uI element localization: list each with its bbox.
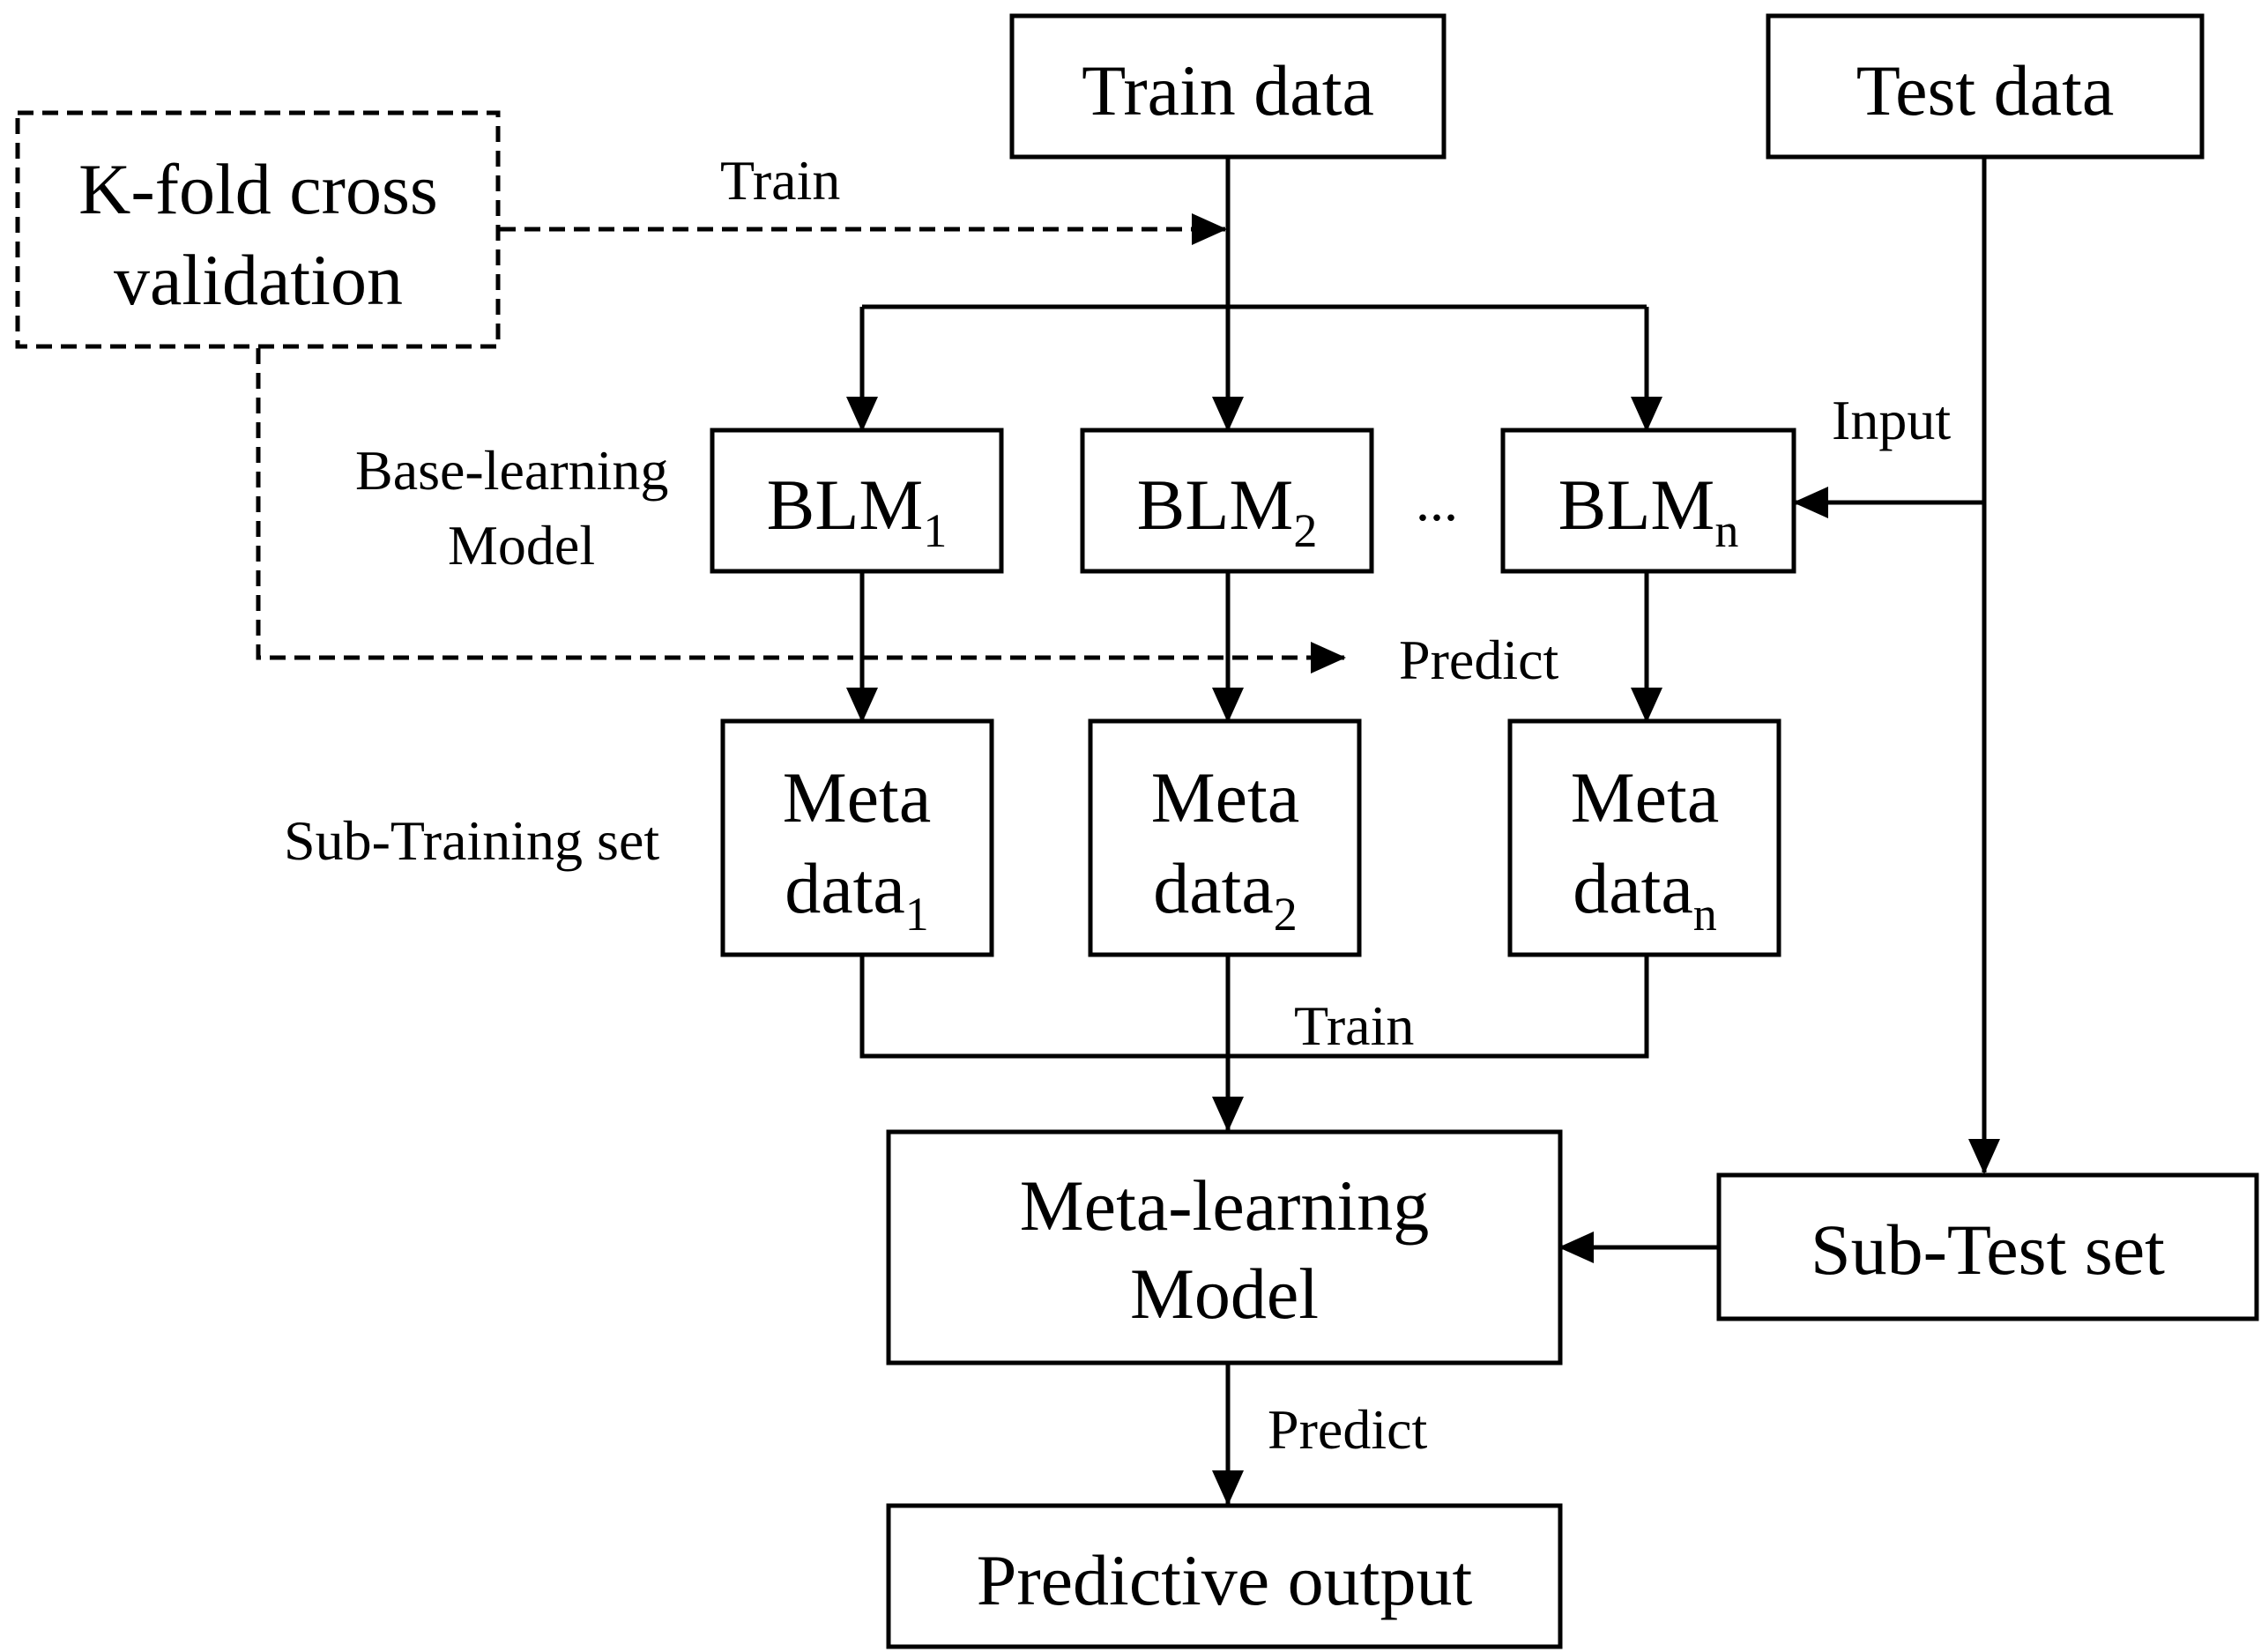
sub-test-label: Sub-Test set: [1811, 1209, 2165, 1290]
ellipsis: ...: [1416, 470, 1458, 532]
kfold-line2: validation: [114, 240, 403, 320]
meta1-box: [720, 718, 994, 957]
metan-line1: Meta: [1571, 757, 1719, 837]
input-label: Input: [1832, 389, 1951, 451]
meta1-line1: Meta: [783, 757, 931, 837]
blmn-label: BLMn: [1558, 465, 1739, 557]
boxes: [15, 13, 2259, 1649]
blmn-box: [1500, 428, 1796, 574]
train-bottom-label: Train: [1294, 994, 1414, 1057]
kfold-line1: K-fold cross: [78, 149, 438, 229]
test-data-box: [1766, 13, 2205, 160]
meta2-box: [1088, 718, 1362, 957]
meta1-line2: data1: [785, 848, 929, 941]
meta1-subscript: 1: [905, 888, 929, 941]
blm2-box: [1080, 428, 1374, 574]
blm1-box: [710, 428, 1004, 574]
dashed-connectors: [256, 213, 1346, 673]
meta2-line1: Meta: [1151, 757, 1299, 837]
blm1-text: BLM: [767, 465, 924, 545]
base-learning-label-line1: Base-learning: [355, 439, 668, 502]
train-data-label: Train data: [1082, 50, 1374, 130]
meta2-line2: data2: [1153, 848, 1298, 941]
blm2-text: BLM: [1137, 465, 1294, 545]
meta2-subscript: 2: [1274, 888, 1298, 941]
predict-mid-label: Predict: [1399, 629, 1559, 691]
metan-box: [1507, 718, 1781, 957]
sub-test-box: [1716, 1172, 2259, 1321]
base-learning-label-line2: Model: [448, 514, 595, 577]
meta-learning-line1: Meta-learning: [1020, 1165, 1429, 1246]
meta-learning-line2: Model: [1130, 1254, 1319, 1334]
test-data-label: Test data: [1856, 50, 2115, 130]
predictive-output-box: [886, 1503, 1563, 1649]
train-top-label: Train: [720, 149, 840, 212]
metan-line2-text: data: [1573, 848, 1693, 928]
meta-learning-box: [886, 1129, 1563, 1366]
sub-training-label: Sub-Training set: [284, 809, 659, 872]
blm2-subscript: 2: [1293, 504, 1317, 557]
meta1-line2-text: data: [785, 848, 905, 928]
box-labels: K-fold cross validation Train data Test …: [78, 50, 2165, 1620]
meta2-line2-text: data: [1153, 848, 1274, 928]
blm1-subscript: 1: [923, 504, 947, 557]
connector-meta-merge: [859, 955, 1649, 1059]
predictive-output-label: Predictive output: [977, 1540, 1473, 1620]
blm1-label: BLM1: [767, 465, 948, 557]
blmn-subscript: n: [1714, 504, 1738, 557]
train-data-box: [1009, 13, 1447, 160]
connectors: [846, 159, 2000, 1506]
metan-subscript: n: [1693, 888, 1717, 941]
dashed-connector-kfold-predict: [256, 348, 1346, 673]
blm2-label: BLM2: [1137, 465, 1318, 557]
kfold-box: [15, 110, 501, 349]
predict-bottom-label: Predict: [1268, 1398, 1428, 1461]
blmn-text: BLM: [1558, 465, 1715, 545]
metan-line2: datan: [1573, 848, 1717, 941]
annotation-labels: Train Input Base-learning Model Predict …: [284, 149, 1951, 1461]
